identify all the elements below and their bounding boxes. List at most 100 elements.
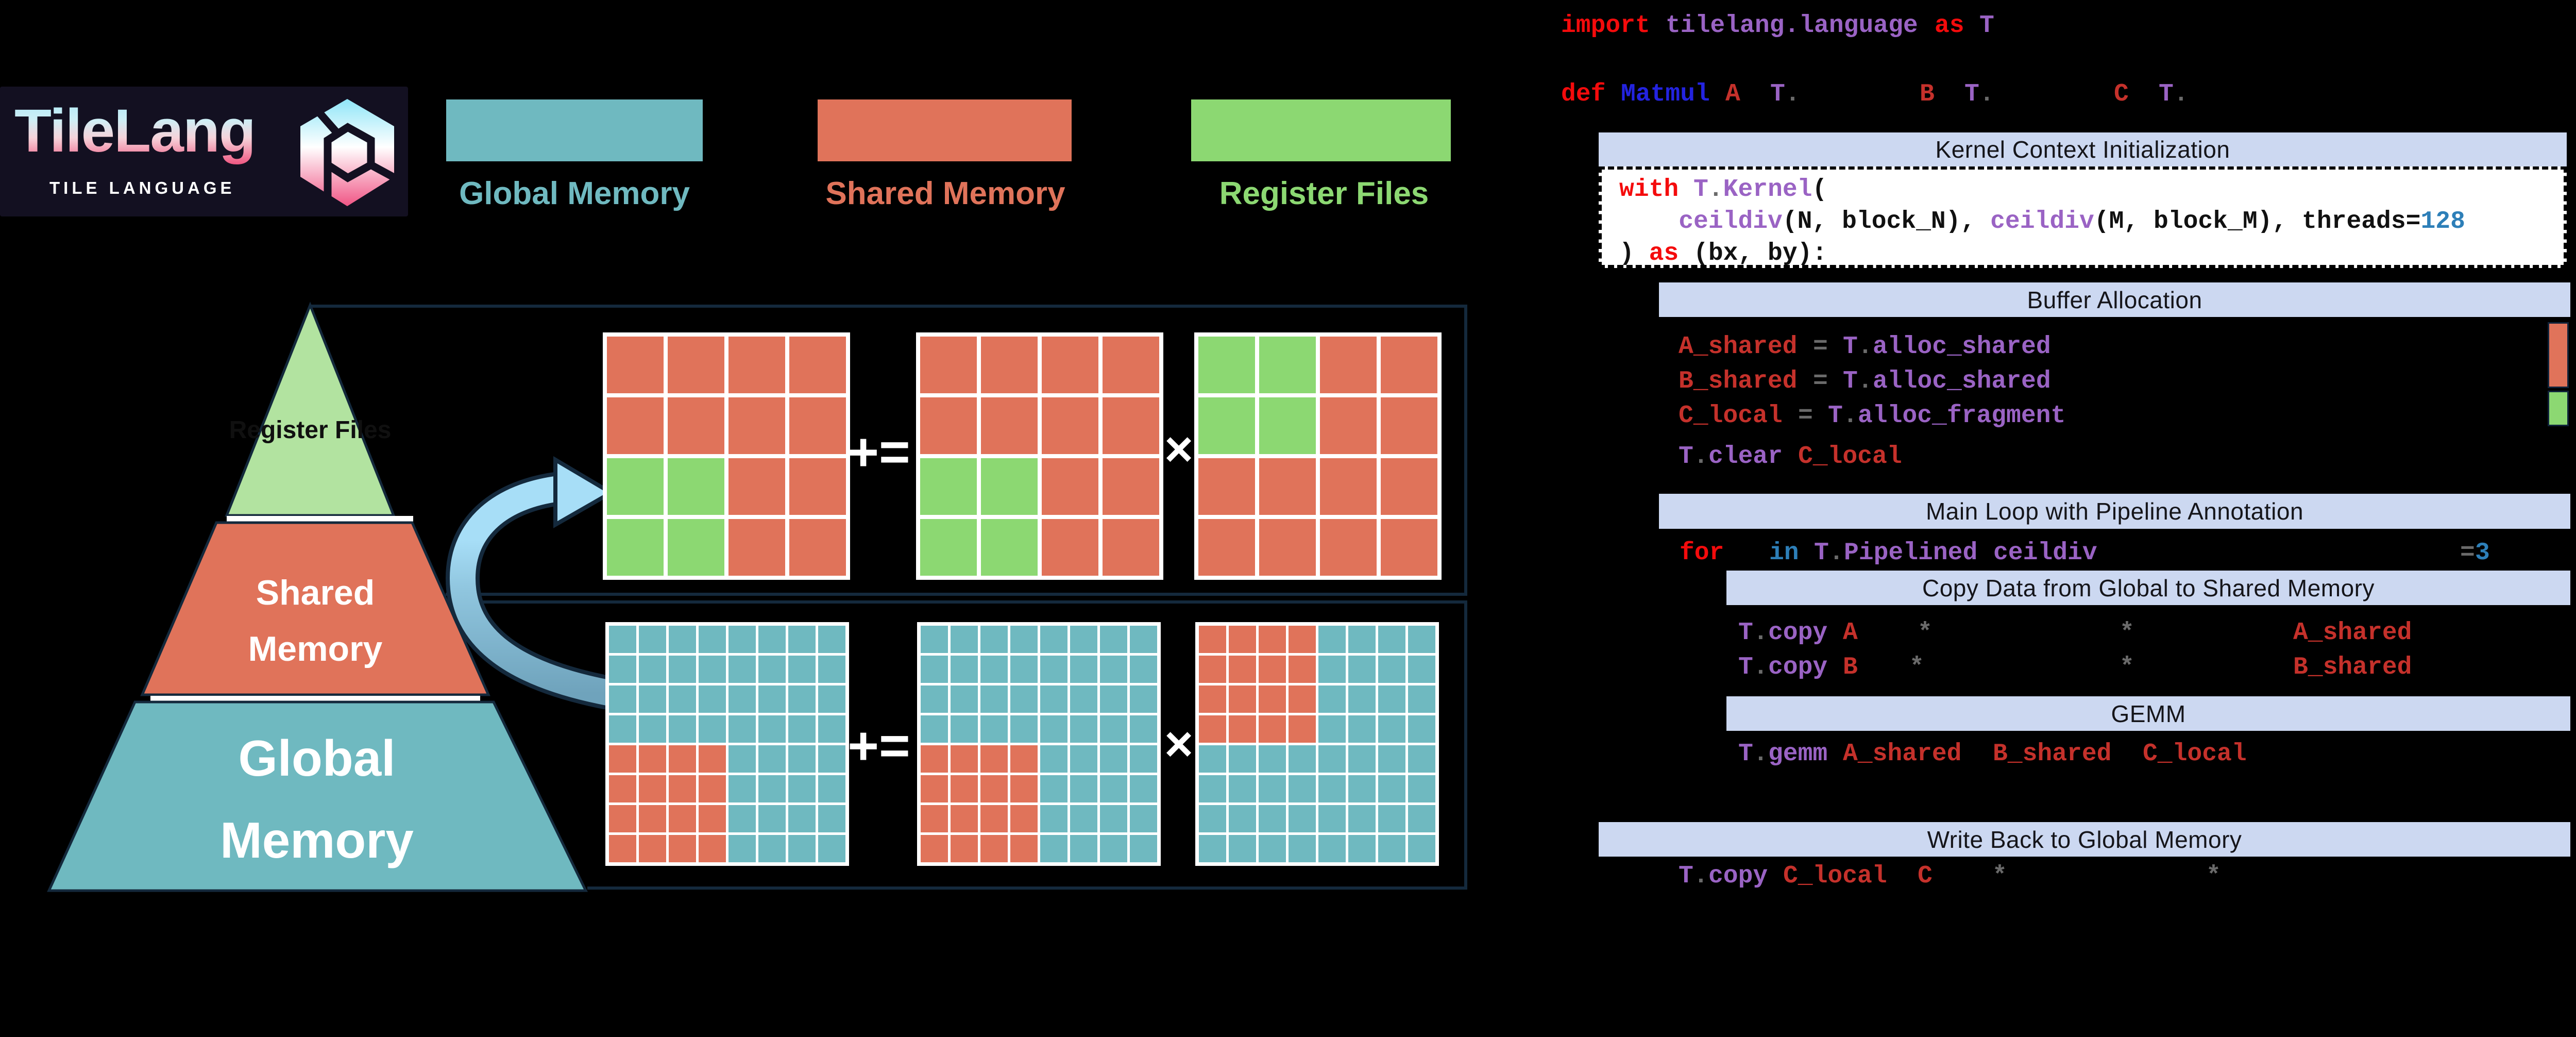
tile-cell <box>1318 715 1346 743</box>
operator-plus-equals: += <box>848 422 910 482</box>
tile-cell <box>1100 685 1127 713</box>
tile-cell <box>609 656 636 683</box>
tile-cell <box>728 685 756 713</box>
tilelang-logo: TileLang TILE LANGUAGE <box>0 87 408 216</box>
kernel-code-line: with T.Kernel( <box>1619 174 2564 206</box>
tile-cell <box>920 458 977 515</box>
tile-cell <box>1259 745 1286 773</box>
code-token: ceildiv <box>1990 208 2094 236</box>
operator-times: × <box>1164 716 1194 772</box>
tile-cell <box>980 715 1008 743</box>
pyramid-separator <box>227 516 413 522</box>
tile-cell <box>669 745 696 773</box>
tile-cell <box>951 805 978 832</box>
tile-cell <box>1100 805 1127 832</box>
tile-cell <box>758 656 786 683</box>
tile-cell <box>758 775 786 802</box>
code-token <box>1619 208 1679 236</box>
tile-cell <box>1408 685 1435 713</box>
matrix-grid-global-tile-row-0 <box>605 622 849 866</box>
tile-cell <box>1199 685 1226 713</box>
kernel-code-line: ) as (bx, by): <box>1619 238 2564 270</box>
tile-cell <box>788 685 816 713</box>
tile-cell <box>980 626 1008 653</box>
copy-arrow-icon <box>445 456 615 710</box>
register-files-label: Register Files <box>229 416 392 444</box>
tile-cell <box>607 337 664 393</box>
tile-cell <box>758 745 786 773</box>
code-token: B_shared <box>1993 740 2112 768</box>
tile-cell <box>1289 715 1316 743</box>
tile-cell <box>699 745 726 773</box>
tile-cell <box>1381 397 1437 454</box>
code-token: T <box>1679 443 1693 471</box>
tile-cell <box>728 397 785 454</box>
code-token: * <box>1992 862 2007 890</box>
legend-swatch-green <box>1191 99 1451 161</box>
tile-cell <box>788 775 816 802</box>
tile-cell <box>639 715 666 743</box>
tile-cell <box>1381 458 1437 515</box>
code-token: . <box>1858 367 1873 395</box>
code-token: * <box>2120 619 2134 647</box>
legend-label-teal: Global Memory <box>459 176 690 211</box>
code-token: Matmul <box>1621 80 1710 108</box>
code-token: . <box>1708 176 1723 204</box>
code-token: clear <box>1708 443 1783 471</box>
tile-cell <box>920 397 977 454</box>
tile-cell <box>1199 656 1226 683</box>
tile-cell <box>1318 775 1346 802</box>
code-token: def <box>1561 80 1606 108</box>
tile-cell <box>1130 626 1157 653</box>
tile-cell <box>818 685 845 713</box>
matrix-grid-register-tile-row-2 <box>1194 332 1442 580</box>
tile-cell <box>1100 775 1127 802</box>
tile-cell <box>1229 626 1256 653</box>
code-token: tilelang.language <box>1666 12 1918 40</box>
tile-cell <box>1408 715 1435 743</box>
tile-cell <box>607 458 664 515</box>
tile-cell <box>1103 519 1159 576</box>
kernel-context-code-box: with T.Kernel( ceildiv(N, block_N), ceil… <box>1599 166 2567 268</box>
tile-cell <box>789 337 846 393</box>
tile-cell <box>1259 519 1316 576</box>
tile-cell <box>1378 715 1405 743</box>
buffer-kind-bar-green <box>2548 391 2569 426</box>
code-token: Kernel <box>1723 176 1812 204</box>
tile-cell <box>818 626 845 653</box>
code-token: T <box>1738 619 1753 647</box>
tile-cell <box>1318 805 1346 832</box>
code-token: . <box>1843 402 1858 430</box>
tile-cell <box>1318 626 1346 653</box>
code-token: for <box>1680 539 1724 567</box>
tile-cell <box>1010 775 1038 802</box>
code-token: in <box>1769 539 1799 567</box>
tile-cell <box>728 715 756 743</box>
tile-cell <box>818 745 845 773</box>
tile-cell <box>1259 685 1286 713</box>
tile-cell <box>818 835 845 862</box>
tile-cell <box>1070 626 1097 653</box>
tile-cell <box>1408 745 1435 773</box>
tile-cell <box>1010 715 1038 743</box>
tile-cell <box>1198 519 1255 576</box>
tile-cell <box>1408 656 1435 683</box>
tile-cell <box>951 685 978 713</box>
tile-cell <box>609 745 636 773</box>
tile-cell <box>1348 775 1376 802</box>
tile-cell <box>669 805 696 832</box>
tile-cell <box>1408 835 1435 862</box>
code-token: copy <box>1708 862 1768 890</box>
tile-cell <box>1229 745 1256 773</box>
tile-cell <box>1199 745 1226 773</box>
tile-cell <box>1259 805 1286 832</box>
tile-cell <box>921 835 948 862</box>
tile-cell <box>1408 626 1435 653</box>
tile-cell <box>981 397 1038 454</box>
code-token: T <box>1979 12 1994 40</box>
tile-cell <box>609 775 636 802</box>
tile-cell <box>1199 835 1226 862</box>
label-line: Global <box>238 730 396 787</box>
tile-cell <box>1408 775 1435 802</box>
tile-cell <box>1289 656 1316 683</box>
